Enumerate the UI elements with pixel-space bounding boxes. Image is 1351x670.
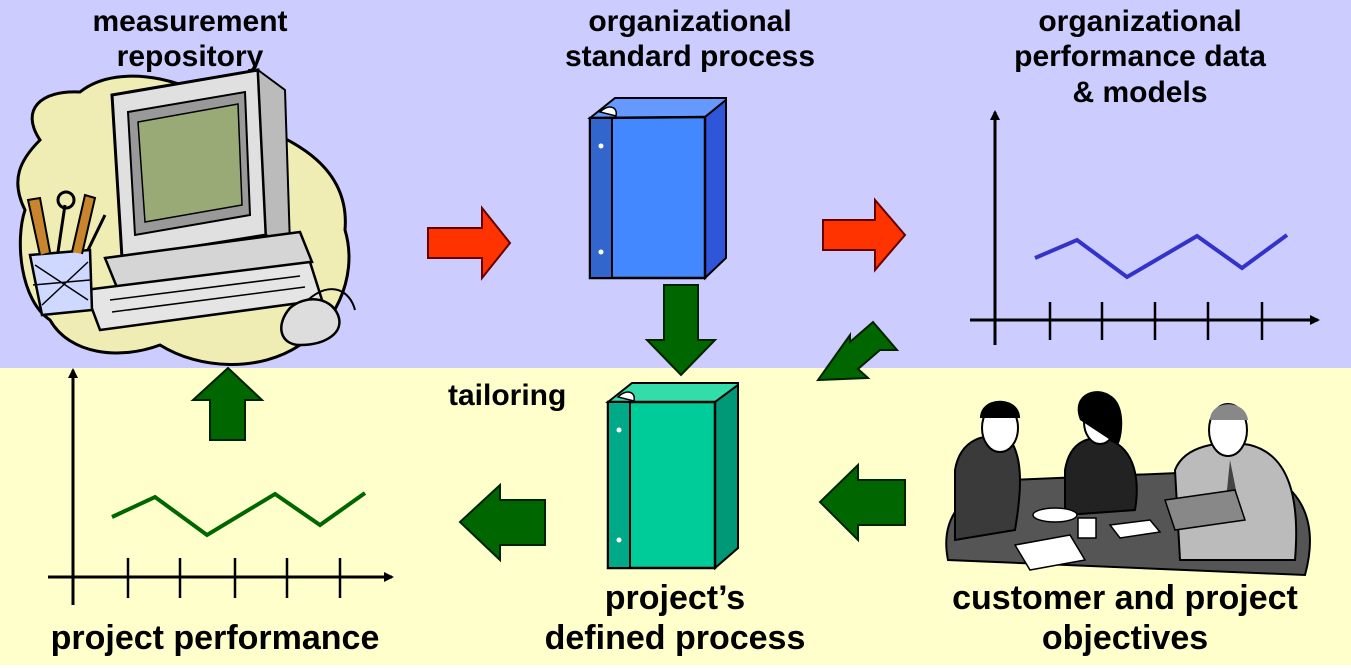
green-arrow-objectives-to-project (818, 462, 906, 543)
label-project-defined-process: project’s defined process (544, 579, 806, 658)
green-arrow-performance-to-repository (190, 366, 265, 441)
green-arrow-project-to-performance (458, 482, 546, 563)
label-org-performance-data: organizational performance data & models (1014, 5, 1266, 109)
label-org-standard-process: organizational standard process (564, 5, 816, 74)
green-arrow-standard-to-project (644, 284, 718, 377)
green-binder-icon (605, 382, 739, 571)
red-arrow-standard-to-performance (822, 197, 907, 273)
computer-clipart-icon (16, 67, 356, 366)
project-performance-chart (48, 368, 394, 605)
label-tailoring: tailoring (448, 379, 567, 412)
org-trend-line (1034, 233, 1289, 280)
label-project-performance: project performance (50, 619, 380, 657)
label-measurement-repository: measurement repository (92, 5, 288, 74)
project-trend-line (111, 491, 367, 538)
business-meeting-clipart-icon (945, 391, 1311, 577)
org-performance-chart (970, 110, 1320, 345)
label-customer-objectives: customer and project objectives (952, 579, 1298, 658)
green-arrow-performance-to-project (816, 320, 900, 382)
red-arrow-repository-to-standard (427, 205, 512, 281)
blue-binder-icon (587, 97, 727, 281)
